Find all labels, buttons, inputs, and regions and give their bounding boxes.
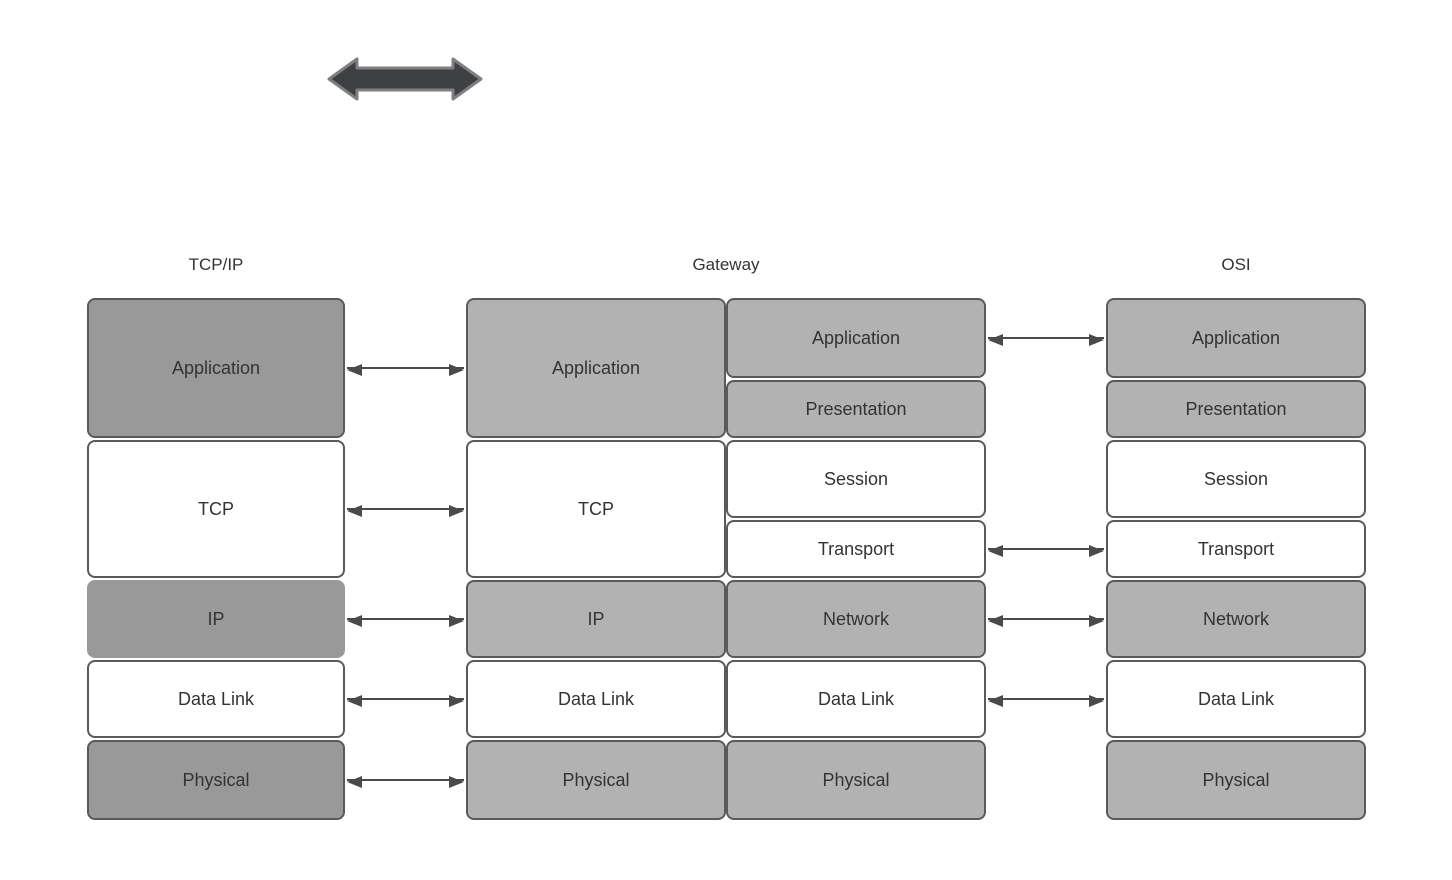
layer-label: Data Link bbox=[1197, 688, 1275, 709]
osi-layer-transport: Transport bbox=[1106, 520, 1366, 578]
gateway-osi-layer-network: Network bbox=[726, 580, 986, 658]
layer-label: Network bbox=[822, 608, 889, 629]
gateway-layer-ip: IP bbox=[466, 580, 726, 658]
connector-osi-transport-icon bbox=[988, 545, 1104, 557]
connector-data-link-icon bbox=[347, 695, 464, 707]
gateway-layer-data-link: Data Link bbox=[466, 660, 726, 738]
gateway-osi-layer-application: Application bbox=[726, 298, 986, 378]
layer-label: Data Link bbox=[817, 688, 895, 709]
layer-label: IP bbox=[207, 608, 225, 629]
osi-layer-application: Application bbox=[1106, 298, 1366, 378]
layer-label: TCP bbox=[578, 498, 614, 519]
connector-ip-icon bbox=[347, 615, 464, 627]
layer-label: Presentation bbox=[805, 398, 907, 419]
gateway-header: Gateway bbox=[692, 255, 760, 274]
tcpip-layer-ip: IP bbox=[87, 580, 345, 658]
layer-label: Application bbox=[811, 327, 901, 348]
layer-label: Session bbox=[823, 468, 889, 489]
connector-osi-data-link-icon bbox=[988, 695, 1104, 707]
layer-label: Application bbox=[171, 357, 261, 378]
double-headed-arrow-icon bbox=[327, 57, 483, 101]
connector-tcp-icon bbox=[347, 505, 464, 517]
gateway-left-stack: Application TCP IP Data Link Physical bbox=[466, 298, 726, 820]
layer-label: Physical bbox=[562, 769, 630, 790]
gateway-osi-layer-data-link: Data Link bbox=[726, 660, 986, 738]
gateway-layer-tcp: TCP bbox=[466, 440, 726, 578]
connector-osi-application-icon bbox=[988, 334, 1104, 346]
layer-label: Data Link bbox=[177, 688, 255, 709]
gateway-osi-layer-presentation: Presentation bbox=[726, 380, 986, 438]
osi-header: OSI bbox=[1221, 255, 1251, 274]
gateway-layer-application: Application bbox=[466, 298, 726, 438]
osi-layer-physical: Physical bbox=[1106, 740, 1366, 820]
connector-physical-icon bbox=[347, 776, 464, 788]
gateway-layer-physical: Physical bbox=[466, 740, 726, 820]
connector-application-icon bbox=[347, 364, 464, 376]
layer-label: Application bbox=[1191, 327, 1281, 348]
layer-label: Session bbox=[1203, 468, 1269, 489]
layer-label: IP bbox=[587, 608, 605, 629]
tcpip-layer-tcp: TCP bbox=[87, 440, 345, 578]
gateway-osi-layer-physical: Physical bbox=[726, 740, 986, 820]
layer-label: TCP bbox=[198, 498, 234, 519]
tcpip-layer-physical: Physical bbox=[87, 740, 345, 820]
tcpip-layer-data-link: Data Link bbox=[87, 660, 345, 738]
layer-label: Network bbox=[1202, 608, 1269, 629]
layer-label: Physical bbox=[182, 769, 250, 790]
layer-label: Transport bbox=[817, 538, 895, 559]
osi-layer-data-link: Data Link bbox=[1106, 660, 1366, 738]
layer-label: Physical bbox=[822, 769, 890, 790]
osi-layer-presentation: Presentation bbox=[1106, 380, 1366, 438]
osi-layer-session: Session bbox=[1106, 440, 1366, 518]
connector-osi-network-icon bbox=[988, 615, 1104, 627]
layer-label: Transport bbox=[1197, 538, 1275, 559]
tcpip-header: TCP/IP bbox=[188, 255, 244, 274]
gateway-osi-layer-transport: Transport bbox=[726, 520, 986, 578]
tcpip-stack: Application TCP IP Data Link Physical bbox=[87, 298, 345, 820]
layer-label: Application bbox=[551, 357, 641, 378]
gateway-osi-layer-session: Session bbox=[726, 440, 986, 518]
gateway-right-stack: Application Presentation Session Transpo… bbox=[726, 298, 986, 820]
layer-label: Physical bbox=[1202, 769, 1270, 790]
osi-layer-network: Network bbox=[1106, 580, 1366, 658]
layer-label: Data Link bbox=[557, 688, 635, 709]
layer-label: Presentation bbox=[1185, 398, 1287, 419]
tcpip-layer-application: Application bbox=[87, 298, 345, 438]
osi-stack: Application Presentation Session Transpo… bbox=[1106, 298, 1366, 820]
